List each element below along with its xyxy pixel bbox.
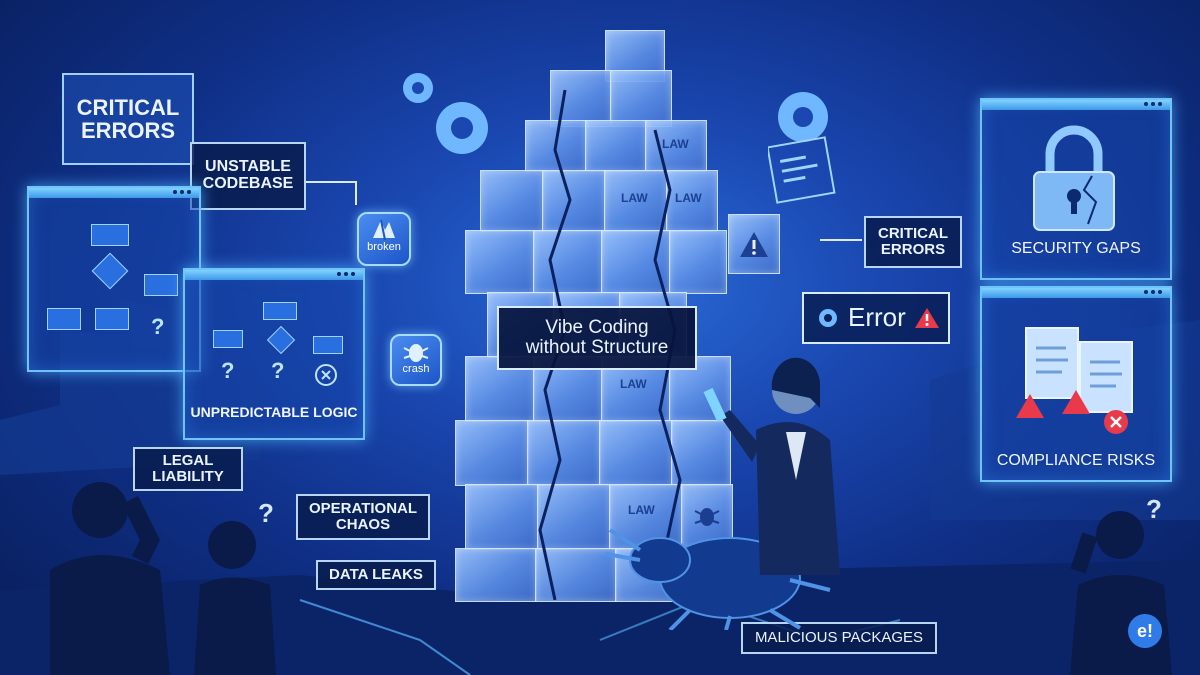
flowchart-box bbox=[95, 308, 129, 330]
window-title-bar bbox=[982, 100, 1170, 110]
unstable-codebase-text: UNSTABLE CODEBASE bbox=[202, 158, 294, 192]
compliance-risks-window: COMPLIANCE RISKS bbox=[980, 286, 1172, 482]
legal-liability-label: LEGAL LIABILITY bbox=[133, 447, 243, 491]
security-gaps-window: SECURITY GAPS bbox=[980, 98, 1172, 280]
malicious-packages-text: MALICIOUS PACKAGES bbox=[754, 629, 924, 647]
legal-liability-text: LEGAL LIABILITY bbox=[152, 452, 224, 485]
law-book-label: LAW bbox=[675, 191, 702, 205]
center-title-text: Vibe Coding without Structure bbox=[525, 317, 669, 358]
broken-tile-label: broken bbox=[367, 241, 401, 253]
law-book-label: LAW bbox=[620, 377, 647, 391]
critical-errors-label-left: CRITICAL ERRORS bbox=[62, 73, 194, 165]
warning-icon bbox=[914, 308, 939, 328]
cube bbox=[527, 420, 601, 486]
x-circle-icon bbox=[315, 364, 337, 386]
flowchart-box bbox=[144, 274, 178, 296]
law-book-label: LAW bbox=[662, 137, 689, 151]
cube bbox=[669, 230, 727, 294]
cube bbox=[681, 484, 733, 550]
broken-app-icon bbox=[373, 219, 395, 241]
critical-errors-label-right: CRITICAL ERRORS bbox=[864, 216, 962, 268]
question-mark-icon: ? bbox=[151, 314, 165, 339]
window-title-bar bbox=[982, 288, 1170, 298]
cube bbox=[465, 484, 539, 550]
brand-logo: e! bbox=[1128, 614, 1162, 648]
cube-tower: LAW LAW LAW LAW LAW bbox=[455, 30, 755, 602]
window-title-bar bbox=[185, 270, 363, 280]
code-document-icon bbox=[768, 136, 836, 204]
security-gaps-label: SECURITY GAPS bbox=[1011, 240, 1141, 257]
gear-icon-right bbox=[778, 92, 828, 142]
question-mark-icon: ? bbox=[1146, 494, 1162, 524]
cube bbox=[455, 548, 537, 602]
question-mark-icon: ? bbox=[221, 358, 235, 383]
warning-icon bbox=[740, 232, 768, 257]
stressed-man-silhouette-right bbox=[1070, 511, 1172, 675]
law-book-label: LAW bbox=[621, 191, 648, 205]
flowchart-window-2: ? ? UNPREDICTABLE LOGIC bbox=[183, 268, 365, 440]
malicious-packages-label: MALICIOUS PACKAGES bbox=[741, 622, 937, 654]
cube: LAW bbox=[666, 170, 718, 232]
broken-app-tile: broken bbox=[357, 212, 411, 266]
worried-woman-silhouette bbox=[194, 521, 276, 675]
crash-tile-label: crash bbox=[402, 363, 430, 375]
flowchart-box bbox=[313, 336, 343, 354]
center-title: Vibe Coding without Structure bbox=[497, 306, 697, 370]
data-leaks-label: DATA LEAKS bbox=[316, 560, 436, 590]
unstable-codebase-label: UNSTABLE CODEBASE bbox=[190, 142, 306, 210]
broken-lock-icon bbox=[1033, 125, 1115, 231]
law-book-label: LAW bbox=[628, 503, 655, 517]
compliance-risks-label: COMPLIANCE RISKS bbox=[996, 452, 1156, 469]
operational-chaos-text: OPERATIONAL CHAOS bbox=[308, 500, 418, 533]
flowchart-box bbox=[263, 302, 297, 320]
question-mark-icon: ? bbox=[258, 498, 274, 528]
critical-errors-text-right: CRITICAL ERRORS bbox=[878, 225, 948, 258]
data-leaks-text: DATA LEAKS bbox=[329, 566, 423, 584]
operational-chaos-label: OPERATIONAL CHAOS bbox=[296, 494, 430, 540]
flowchart-window-1: ? bbox=[27, 186, 201, 372]
crash-app-tile: crash bbox=[390, 334, 442, 386]
warning-cube bbox=[728, 214, 780, 274]
cube bbox=[610, 70, 672, 127]
bug-icon bbox=[694, 508, 720, 526]
stressed-man-silhouette bbox=[50, 482, 170, 675]
flowchart-box bbox=[213, 330, 243, 348]
cube bbox=[480, 170, 544, 232]
error-speech-bubble: Error bbox=[802, 292, 950, 344]
flowchart-box bbox=[47, 308, 81, 330]
bug-icon bbox=[403, 344, 429, 362]
window-title-bar bbox=[29, 188, 199, 198]
error-text: Error bbox=[848, 302, 906, 333]
critical-errors-text-left: CRITICAL ERRORS bbox=[76, 94, 180, 143]
woman-figure bbox=[703, 357, 840, 575]
unpredictable-logic-label: UNPREDICTABLE LOGIC bbox=[190, 404, 358, 420]
cube bbox=[599, 420, 673, 486]
documents-icon bbox=[1016, 327, 1133, 434]
gear-icons bbox=[403, 73, 488, 154]
question-mark-icon: ? bbox=[271, 358, 285, 383]
cube bbox=[671, 420, 731, 486]
flowchart-box bbox=[91, 224, 129, 246]
gear-icon bbox=[819, 309, 837, 327]
